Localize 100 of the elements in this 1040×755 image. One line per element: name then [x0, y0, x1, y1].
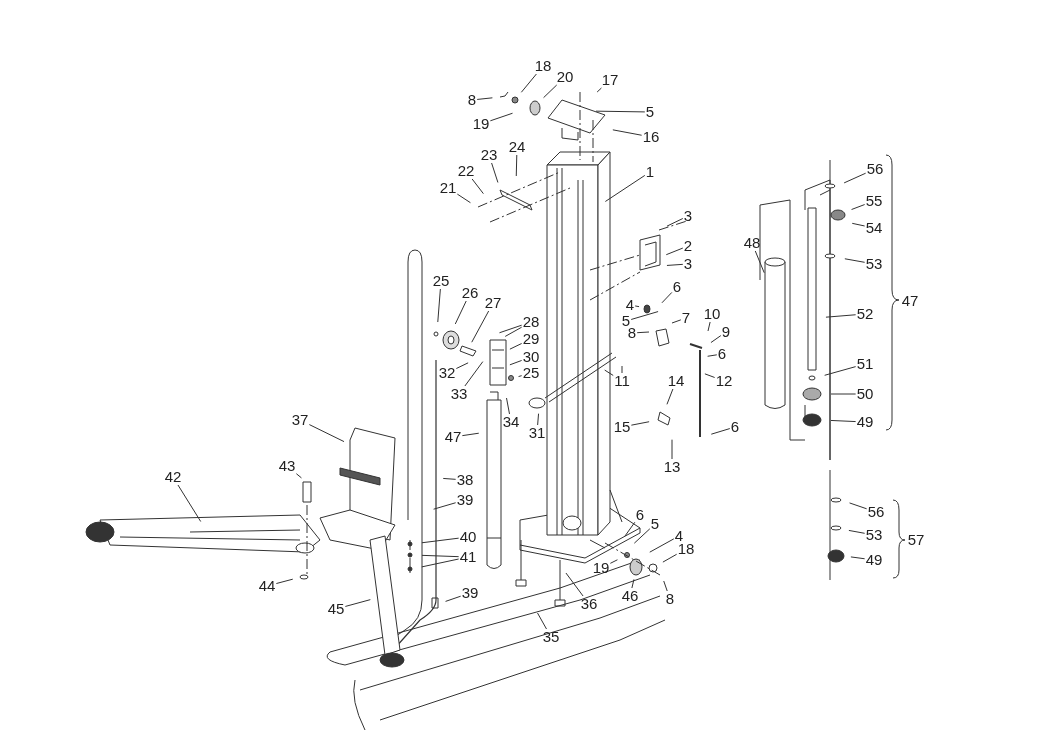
- leader-line: [704, 373, 716, 378]
- callout-number: 33: [449, 386, 469, 402]
- leader-line: [445, 595, 462, 602]
- callout-number: 27: [483, 295, 503, 311]
- callout-number: 5: [644, 104, 656, 120]
- callout-number: 5: [649, 516, 661, 532]
- leader-line: [543, 84, 558, 99]
- callout-number: 35: [541, 629, 561, 645]
- leader-line: [565, 572, 584, 597]
- callout-number: 25: [431, 273, 451, 289]
- leader-line: [537, 612, 547, 630]
- callout-number: 26: [460, 285, 480, 301]
- callout-number: 44: [257, 578, 277, 594]
- callout-number: 22: [456, 163, 476, 179]
- callout-number: 12: [714, 373, 734, 389]
- leader-line: [636, 331, 650, 334]
- leader-line: [630, 421, 650, 426]
- leader-line: [604, 369, 614, 376]
- leader-line: [461, 432, 480, 437]
- leader-line: [612, 129, 643, 136]
- leader-line: [515, 154, 518, 177]
- leader-line: [421, 558, 460, 568]
- leader-line: [471, 310, 490, 343]
- callout-number: 34: [501, 414, 521, 430]
- leader-line: [621, 365, 623, 374]
- callout-number: 56: [866, 504, 886, 520]
- callout-number: 45: [326, 601, 346, 617]
- leader-line: [844, 258, 866, 263]
- leader-line: [437, 288, 441, 323]
- callout-number: 31: [527, 425, 547, 441]
- callout-number: 30: [521, 349, 541, 365]
- callout-number: 47: [443, 429, 463, 445]
- leader-line: [851, 222, 866, 227]
- leader-line: [275, 578, 294, 585]
- callout-number: 11: [613, 373, 631, 389]
- leader-line: [710, 335, 722, 344]
- callout-number: 9: [720, 324, 732, 340]
- leader-line: [624, 521, 636, 537]
- leader-line: [843, 172, 867, 184]
- callout-number: 10: [702, 306, 722, 322]
- callout-number: 38: [455, 472, 475, 488]
- leader-line: [609, 559, 618, 564]
- callout-number: 41: [458, 549, 478, 565]
- callout-number: 2: [682, 238, 694, 254]
- callout-number: 53: [864, 527, 884, 543]
- callout-number: 24: [507, 139, 527, 155]
- callout-number: 37: [290, 412, 310, 428]
- leader-line: [537, 413, 540, 426]
- leader-line: [754, 250, 765, 274]
- leader-line: [633, 528, 651, 544]
- leader-line: [491, 162, 499, 183]
- leader-line: [630, 311, 659, 320]
- leader-line: [489, 112, 514, 122]
- callout-number: 28: [521, 314, 541, 330]
- leader-line: [295, 473, 302, 479]
- leader-line: [344, 599, 371, 607]
- callout-number: 48: [742, 235, 762, 251]
- leader-line: [506, 397, 510, 415]
- leader-line: [662, 553, 678, 563]
- callout-number: 51: [855, 356, 875, 372]
- callout-number: 8: [664, 591, 676, 607]
- callout-number: 49: [864, 552, 884, 568]
- callout-number: 23: [479, 147, 499, 163]
- leader-line: [595, 110, 646, 113]
- callout-number: 49: [855, 414, 875, 430]
- leader-line: [850, 556, 866, 560]
- callout-number: 53: [864, 256, 884, 272]
- leader-line: [509, 343, 523, 350]
- callout-number: 19: [591, 560, 611, 576]
- callout-number: 46: [620, 588, 640, 604]
- callout-number: 32: [437, 365, 457, 381]
- callout-number: 13: [662, 459, 682, 475]
- leader-line: [509, 359, 523, 366]
- leader-line: [666, 218, 684, 227]
- leader-line: [671, 439, 673, 460]
- leader-line: [634, 305, 640, 308]
- callout-number: 20: [555, 69, 575, 85]
- callout-number: 3: [682, 208, 694, 224]
- leader-line: [421, 554, 460, 558]
- callout-number: 21: [438, 180, 458, 196]
- leader-line: [825, 314, 857, 318]
- leader-line: [604, 174, 646, 202]
- callout-number: 7: [680, 310, 692, 326]
- callout-number: 25: [521, 365, 541, 381]
- callout-number: 36: [579, 596, 599, 612]
- callout-number: 39: [460, 585, 480, 601]
- callout-number: 6: [716, 346, 728, 362]
- leader-line: [504, 326, 523, 337]
- leader-line: [442, 477, 457, 480]
- leader-line: [464, 361, 484, 387]
- callout-number: 6: [729, 419, 741, 435]
- leader-line: [710, 428, 731, 435]
- leader-line: [476, 97, 493, 100]
- leader-line: [596, 87, 602, 93]
- leader-line: [433, 502, 457, 510]
- leader-line: [849, 502, 868, 510]
- callout-number: 18: [533, 58, 553, 74]
- callout-number: 50: [855, 386, 875, 402]
- callout-number: 47: [900, 293, 920, 309]
- callout-number: 57: [906, 532, 926, 548]
